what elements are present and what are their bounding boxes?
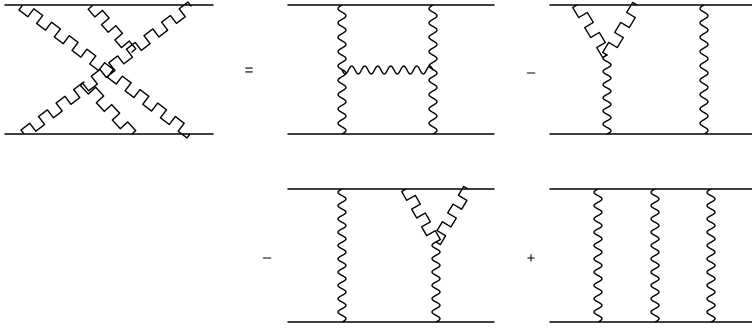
- photon-line: [593, 188, 603, 323]
- vertex-right-diagram: [287, 185, 495, 323]
- photon-line: [431, 241, 441, 323]
- photon-line: [400, 188, 442, 243]
- minus-sign: –: [527, 64, 536, 81]
- photon-line: [706, 188, 716, 323]
- photon-line: [435, 185, 469, 246]
- photon-line: [602, 54, 612, 135]
- photon-line: [18, 5, 191, 139]
- photon-line: [602, 1, 638, 56]
- photon-line: [572, 4, 608, 59]
- photon-line: [699, 4, 709, 135]
- ladder-with-rung-diagram: [287, 4, 495, 135]
- photon-line: [341, 65, 434, 75]
- photon-line: [79, 81, 137, 135]
- photon-line: [87, 5, 137, 53]
- photon-line: [337, 188, 347, 323]
- plus-sign: +: [527, 250, 536, 267]
- equals-sign: =: [245, 62, 254, 79]
- triple-ladder-diagram: [549, 188, 752, 323]
- photon-line: [650, 188, 660, 323]
- minus-sign: –: [263, 249, 272, 266]
- crossed-box-diagram: [4, 1, 214, 139]
- photon-line: [20, 1, 192, 135]
- vertex-left-diagram: [549, 1, 752, 135]
